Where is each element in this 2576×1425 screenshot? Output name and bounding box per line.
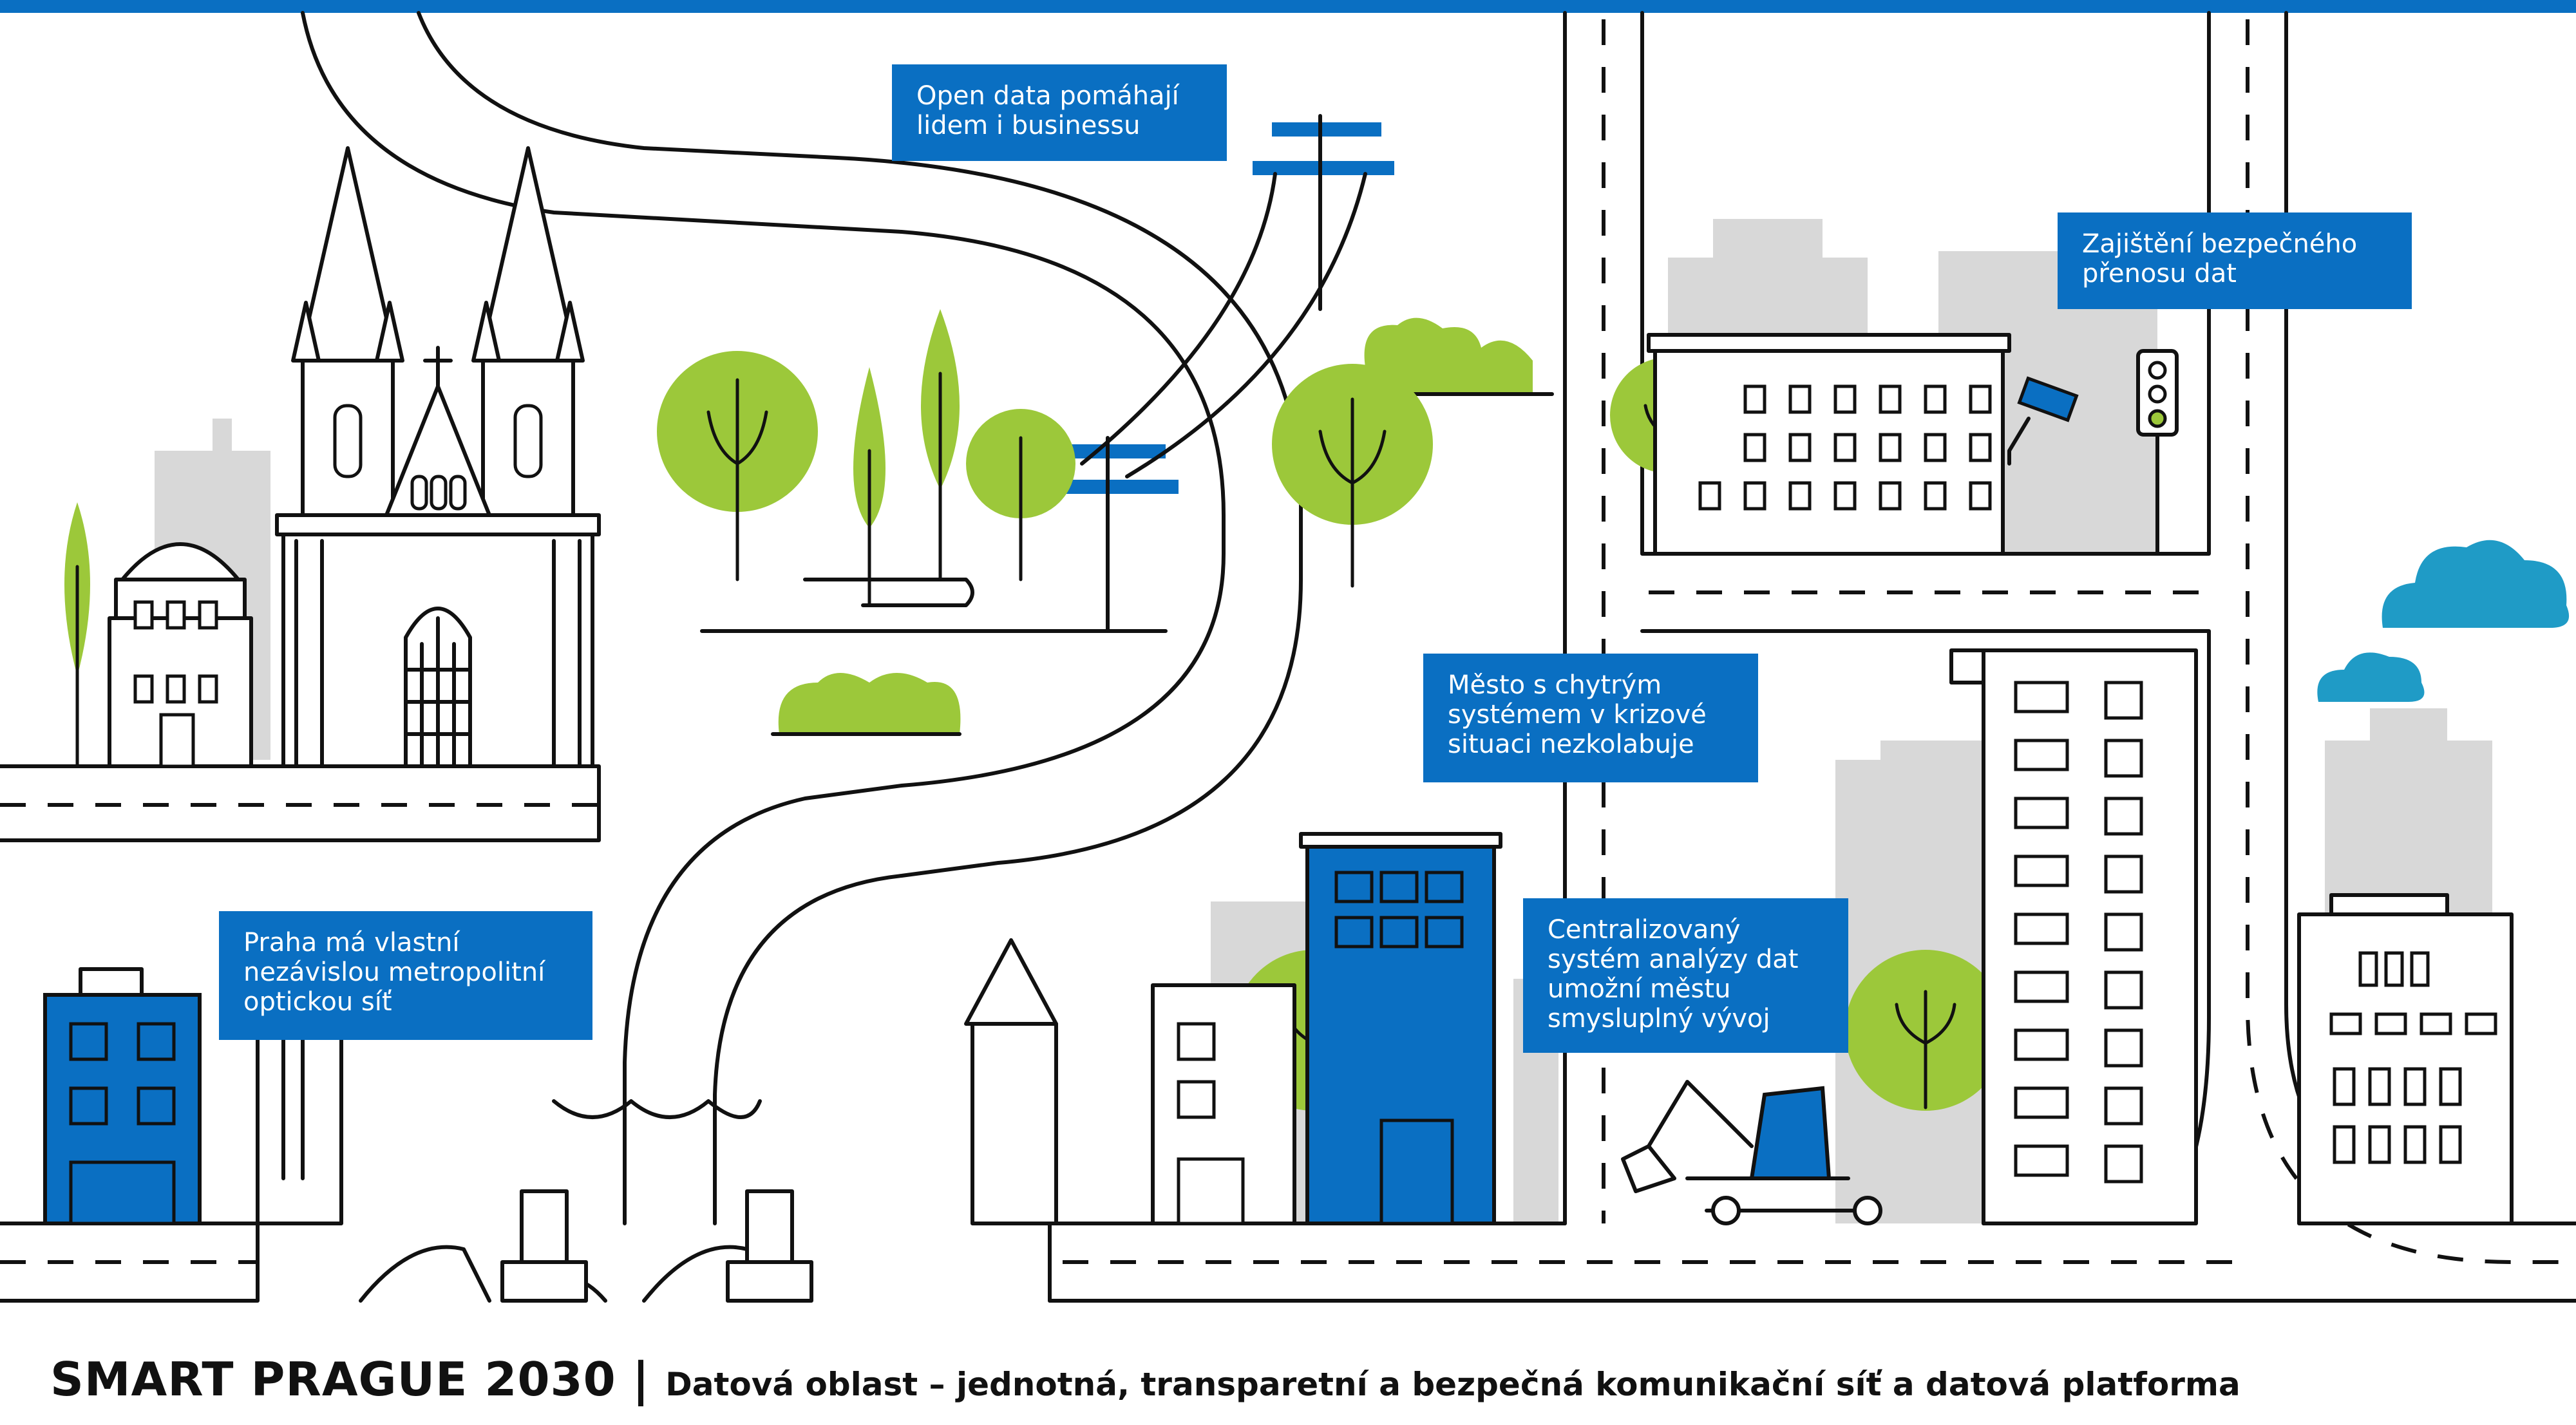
- footer-brand: SMART PRAGUE 2030: [50, 1352, 616, 1406]
- blue-tower: [1151, 832, 1502, 1225]
- office-building: [1647, 333, 2179, 556]
- excavator: [1621, 1080, 1882, 1225]
- church: [275, 146, 601, 768]
- footer-caption: SMART PRAGUE 2030 | Datová oblast – jedn…: [50, 1352, 2549, 1410]
- footer-description: Datová oblast – jednotná, transparetní a…: [665, 1366, 2240, 1403]
- callout-secure-transfer: Zajištění bezpečného přenosu dat: [2058, 212, 2412, 309]
- left-blue-building: [43, 967, 343, 1225]
- clouds: [2317, 540, 2570, 702]
- callout-data-analysis: Centralizovaný systém analýzy dat umožní…: [1523, 898, 1848, 1053]
- utility-poles: [1037, 114, 1394, 633]
- right-building: [2297, 893, 2514, 1225]
- callout-open-data: Open data pomáhají lidem i businessu: [892, 64, 1227, 161]
- domed-house: [108, 542, 253, 768]
- trees: [64, 309, 2006, 1111]
- apartment-tower: [1949, 648, 2198, 1225]
- top-accent-bar: [0, 0, 2576, 13]
- callout-optical-network: Praha má vlastní nezávislou metropolitní…: [219, 911, 592, 1040]
- callout-crisis-system: Město s chytrým systémem v krizové situa…: [1423, 654, 1758, 782]
- bridge: [359, 938, 1058, 1303]
- footer-separator: |: [632, 1352, 650, 1406]
